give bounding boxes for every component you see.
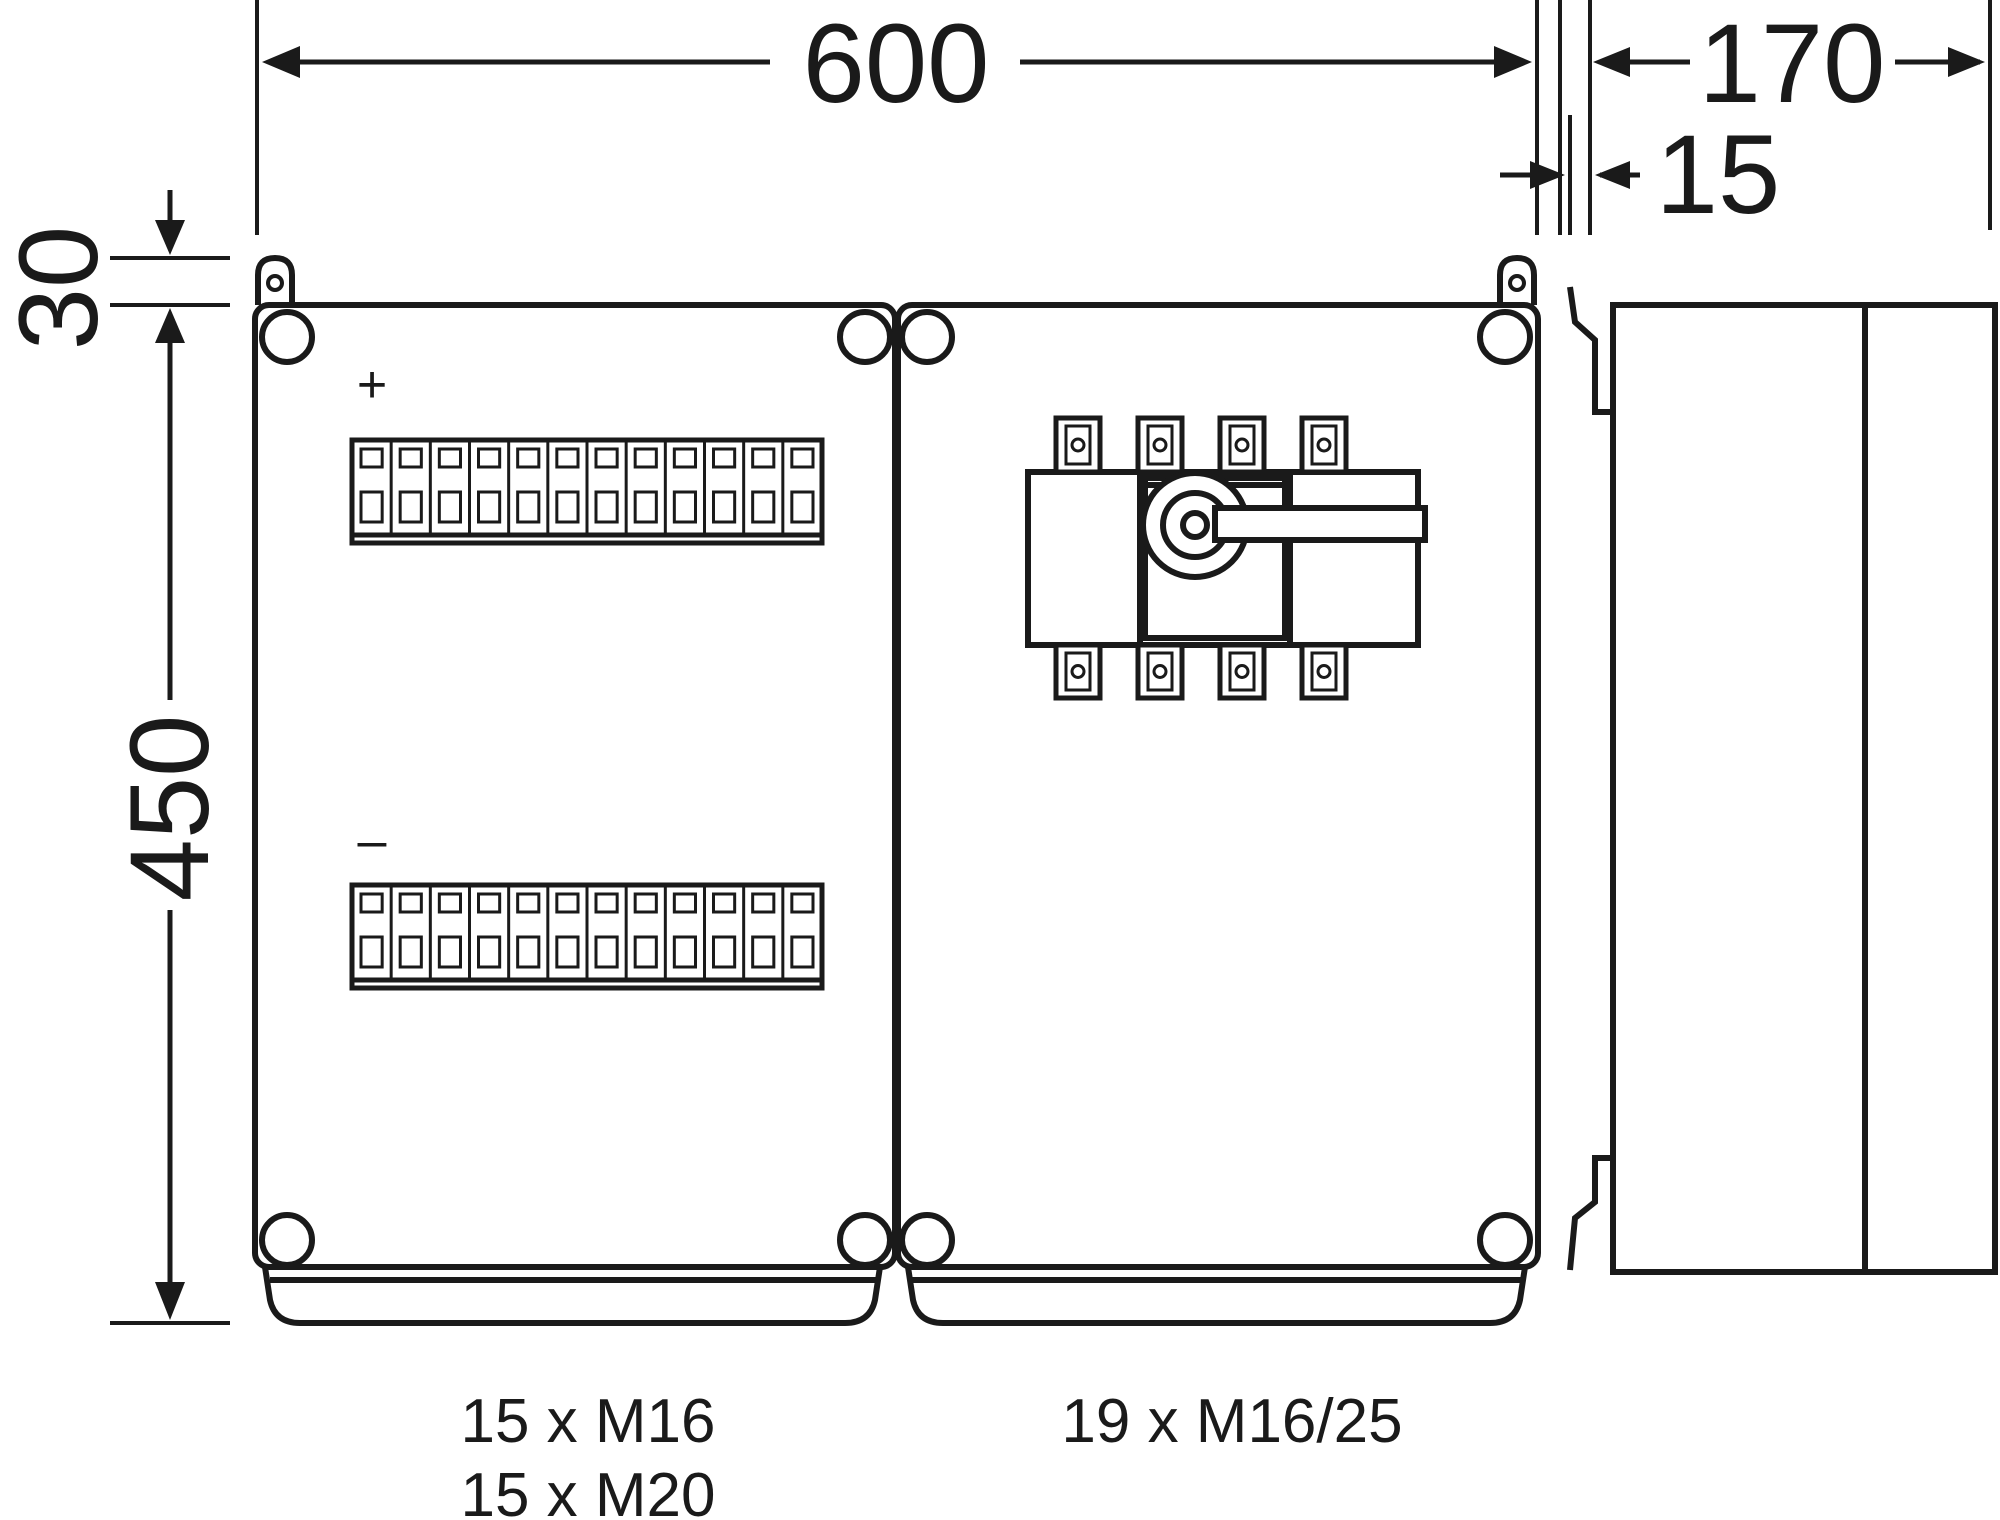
terminal-block	[389, 885, 423, 980]
dimension-width	[255, 0, 1539, 235]
gland-caption-left-2: 15 x M20	[460, 1461, 715, 1520]
terminal-block	[585, 885, 619, 980]
terminal-block	[546, 885, 580, 980]
terminal-block	[703, 440, 737, 535]
terminal-block	[507, 440, 541, 535]
cover-screws	[259, 309, 1533, 1268]
terminal-block	[468, 440, 502, 535]
switch-terminal-lug	[1217, 642, 1267, 701]
enclosure-right-panel	[895, 254, 1541, 1326]
terminal-rail-minus	[349, 882, 825, 991]
gland-caption-right-1: 19 x M16/25	[1061, 1387, 1402, 1456]
terminal-block	[663, 440, 697, 535]
terminal-block	[742, 885, 776, 980]
terminal-block	[359, 892, 384, 969]
terminal-block	[546, 440, 580, 535]
switch-terminal-lug	[1217, 415, 1267, 475]
terminal-block	[428, 440, 463, 535]
switch-terminal-lug	[1299, 642, 1349, 701]
polarity-plus-label: +	[357, 356, 387, 414]
switch-terminal-lug	[1299, 415, 1349, 475]
terminal-group-plus	[359, 440, 815, 535]
load-break-switch	[1025, 415, 1428, 701]
terminal-block	[468, 885, 502, 980]
polarity-minus-label: –	[358, 812, 387, 870]
terminal-block	[742, 440, 776, 535]
switch-terminal-lug	[1053, 642, 1103, 701]
dimension-depth-label: 170	[1699, 1, 1886, 126]
terminal-block	[624, 440, 658, 535]
dimension-width-label: 600	[803, 1, 990, 126]
dimension-height	[110, 330, 230, 1325]
terminal-group-minus	[359, 885, 815, 980]
terminal-block	[663, 885, 697, 980]
terminal-block	[389, 440, 423, 535]
dimension-wall-label: 15	[1656, 112, 1781, 237]
terminal-block	[359, 447, 384, 524]
gland-caption-left-1: 15 x M16	[460, 1387, 715, 1456]
switch-handle	[1140, 470, 1428, 580]
terminal-block	[585, 440, 619, 535]
enclosure-left-panel	[252, 254, 898, 1326]
switch-terminal-lug	[1135, 415, 1185, 475]
terminal-block	[703, 885, 737, 980]
terminal-block	[507, 885, 541, 980]
dimension-top-offset	[110, 190, 230, 343]
mounting-holes	[266, 274, 1526, 292]
dimension-wall	[1500, 115, 1640, 235]
terminal-rail-plus	[349, 437, 825, 546]
dimension-height-label: 450	[107, 715, 232, 902]
terminal-block	[781, 440, 815, 535]
terminal-block	[781, 885, 815, 980]
dimension-top-offset-label: 30	[0, 226, 121, 351]
enclosure-side-view	[1567, 286, 1998, 1275]
terminal-block	[428, 885, 463, 980]
terminal-block	[624, 885, 658, 980]
switch-terminal-lug	[1053, 415, 1103, 475]
dimension-depth	[1558, 0, 1992, 235]
switch-terminals	[1053, 415, 1349, 701]
switch-terminal-lug	[1135, 642, 1185, 701]
